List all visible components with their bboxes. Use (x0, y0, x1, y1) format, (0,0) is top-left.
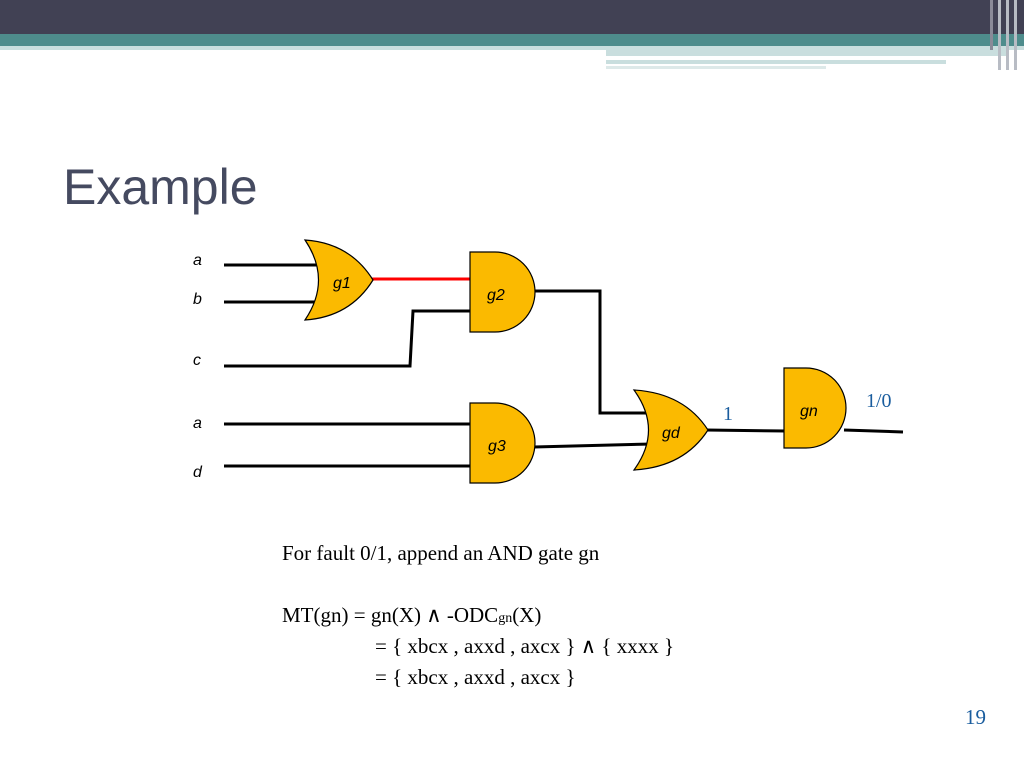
text-line-mt-expansion: = { xbcx , axxd , axcx } ∧ { xxxx } (375, 634, 675, 658)
gate-label-gn: gn (800, 403, 818, 420)
text-line-fault: For fault 0/1, append an AND gate gn (282, 541, 600, 565)
mt-formula-suffix: (X) (512, 603, 542, 627)
header-stripe-2 (998, 0, 1001, 70)
gate-label-g3: g3 (488, 438, 506, 455)
or-gate-gd (632, 389, 709, 471)
input-label-a-g3: a (193, 415, 202, 432)
input-label-d: d (193, 464, 203, 481)
wire-g3-to-gd (533, 442, 653, 449)
mt-formula-prefix: MT(gn) = gn(X) ∧ -ODC (282, 603, 499, 627)
wire-gn-output (843, 428, 904, 434)
and-gate-gn (783, 367, 847, 449)
wire-g2-to-gd (534, 289, 652, 415)
value-label-gn-output: 1/0 (866, 390, 892, 412)
slide-title: Example (63, 159, 258, 215)
mt-formula-subscript: gn (498, 611, 513, 626)
header-dark-bar (0, 0, 1024, 34)
explanation-text: For fault 0/1, append an AND gate gn MT(… (282, 538, 674, 693)
wire-gd-to-gn (705, 428, 787, 433)
header-accent-bar-3 (606, 66, 826, 69)
value-label-gd-output: 1 (723, 403, 733, 425)
text-line-mt-definition: MT(gn) = gn(X) ∧ -ODCgn(X) (282, 600, 674, 631)
text-line-blank (282, 569, 674, 600)
text-line-mt-result: = { xbcx , axxd , axcx } (375, 665, 576, 689)
gate-label-gd: gd (662, 425, 681, 442)
header-accent-bar-1 (606, 46, 1006, 56)
wire-c-to-g2 (224, 309, 472, 368)
header-bars (0, 0, 1024, 70)
gate-label-g1: g1 (333, 275, 351, 292)
header-light-bar (0, 46, 1024, 50)
header-stripe-4 (1014, 0, 1017, 70)
input-label-c: c (193, 352, 201, 369)
header-teal-bar (0, 34, 1024, 46)
header-accent-bar-2 (606, 60, 946, 64)
input-label-b: b (193, 291, 202, 308)
header-stripe-1 (990, 0, 993, 50)
input-label-a-g1: a (193, 252, 202, 269)
and-gate-g3 (469, 402, 536, 484)
page-number: 19 (965, 705, 986, 729)
gate-label-g2: g2 (487, 287, 505, 304)
and-gate-g2 (469, 251, 536, 333)
header-stripe-3 (1006, 0, 1009, 70)
or-gate-g1 (303, 239, 374, 321)
